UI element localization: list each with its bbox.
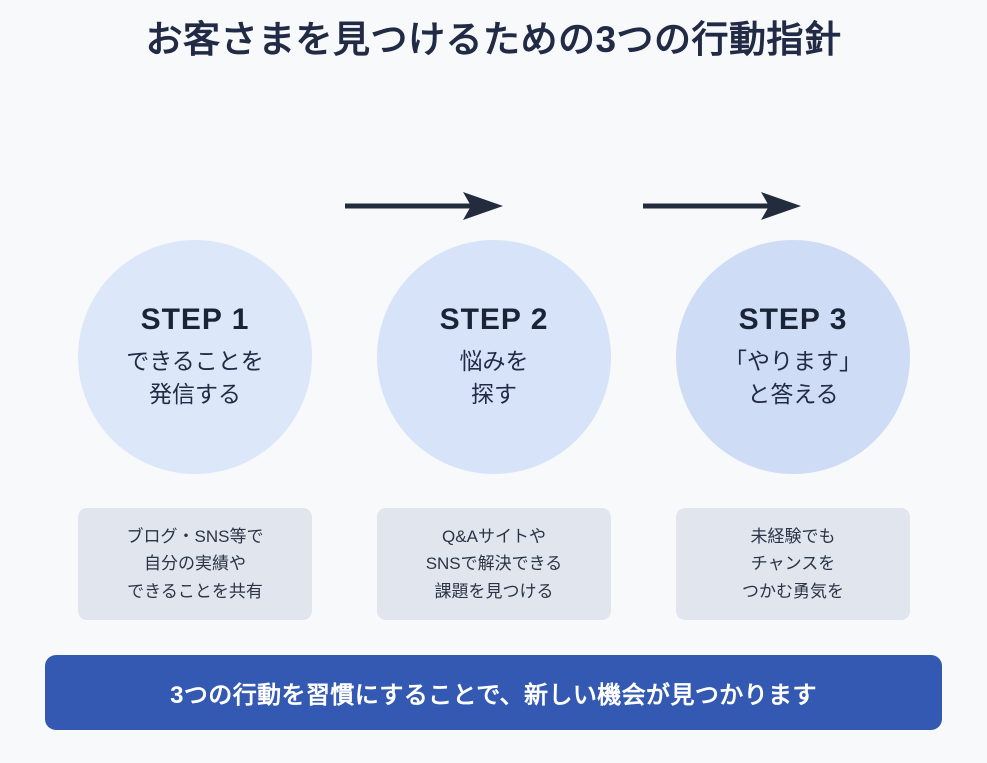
step-2-caption-line2: SNSで解決できる <box>425 554 563 574</box>
step-1-desc-line1: できることを <box>126 347 264 374</box>
step-3-label: STEP 3 <box>738 302 848 336</box>
step-circle-2: STEP 2 悩みを 探す <box>377 240 611 474</box>
step-2-label: STEP 2 <box>439 302 549 336</box>
step-1-desc-line2: 発信する <box>148 381 241 407</box>
step-circle-3: STEP 3 「やります」 と答える <box>676 240 910 474</box>
step-3-caption-line2: チャンスを <box>750 554 836 574</box>
step-3-caption-line1: 未経験でも <box>750 526 836 546</box>
step-1-caption-line2: 自分の実績や <box>144 554 246 574</box>
step-2-caption-box: Q&Aサイトや SNSで解決できる 課題を見つける <box>377 508 611 620</box>
step-2-caption-line3: 課題を見つける <box>434 581 554 601</box>
step-3-desc-line1: 「やります」 <box>724 347 862 374</box>
summary-banner-text: 3つの行動を習慣にすることで、新しい機会が見つかります <box>170 682 817 709</box>
arrow-step2-to-step3 <box>643 190 801 222</box>
summary-banner: 3つの行動を習慣にすることで、新しい機会が見つかります <box>45 655 942 730</box>
step-2-desc-line2: 探す <box>471 381 517 407</box>
step-1-label: STEP 1 <box>140 302 250 336</box>
step-2-caption-line1: Q&Aサイトや <box>442 526 546 546</box>
step-1-caption-line3: できることを共有 <box>127 581 263 601</box>
step-1-caption-box: ブログ・SNS等で 自分の実績や できることを共有 <box>78 508 312 620</box>
step-2-desc-line1: 悩みを <box>459 347 529 374</box>
arrow-step1-to-step2 <box>345 190 503 222</box>
step-1-caption-line1: ブログ・SNS等で <box>126 526 264 546</box>
step-3-desc-line2: と答える <box>747 381 839 407</box>
step-3-caption-box: 未経験でも チャンスを つかむ勇気を <box>676 508 910 620</box>
step-circle-1: STEP 1 できることを 発信する <box>78 240 312 474</box>
page-title: お客さまを見つけるための3つの行動指針 <box>145 19 842 60</box>
step-3-caption-line3: つかむ勇気を <box>742 581 844 601</box>
